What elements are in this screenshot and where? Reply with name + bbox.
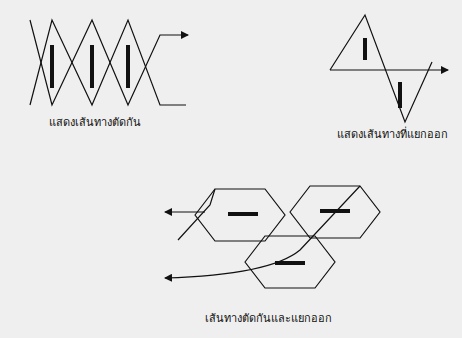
lane-bar [90, 45, 94, 88]
route-line [30, 20, 188, 105]
lane-bar [363, 38, 367, 60]
route-line [330, 15, 432, 122]
lane-bar [126, 45, 130, 88]
lane-bar [320, 209, 350, 213]
hexagon-outline [245, 236, 335, 288]
hexagon-outline [195, 189, 285, 241]
route-line [30, 20, 186, 105]
caption-label: เส้นทางตัดกันและแยกออก [205, 312, 332, 326]
lane-bar [50, 45, 54, 88]
lane-bar [398, 82, 402, 108]
hexagon-outline [290, 186, 380, 238]
lane-bar [275, 261, 305, 265]
route-line [178, 189, 215, 240]
route-line [330, 69, 448, 70]
caption-label: แสดงเส้นทางที่แยกออก [337, 128, 448, 142]
caption-label: แสดงเส้นทางตัดกัน [49, 116, 141, 130]
route-line [165, 186, 360, 278]
lane-bar [228, 212, 258, 216]
route-line [165, 211, 205, 212]
